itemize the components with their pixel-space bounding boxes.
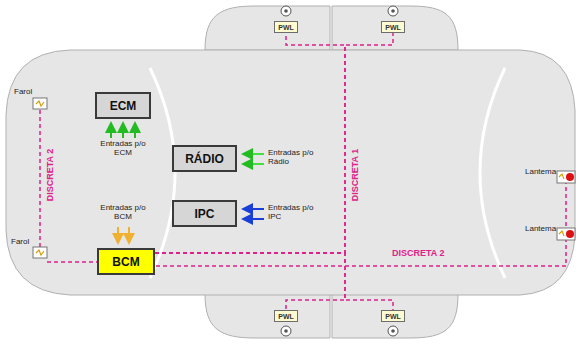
module-name: BCM — [112, 255, 139, 269]
module-name: RÁDIO — [185, 152, 224, 166]
bcm-module: BCM — [97, 248, 155, 275]
input-arrow — [243, 163, 264, 165]
mirror-icon — [281, 326, 291, 336]
module-name: PWL — [278, 24, 294, 31]
headlamp-icon — [33, 98, 47, 109]
input-arrow — [110, 123, 112, 138]
rear-window — [480, 68, 505, 278]
input-arrow — [243, 208, 264, 210]
lamp-label: Lantema — [525, 225, 556, 234]
door-bottom-right — [332, 294, 458, 338]
taillamp-icons — [557, 171, 575, 240]
pwl-module: PWL — [274, 310, 298, 322]
taillamp-icon — [557, 228, 575, 240]
discreta-wire — [155, 253, 393, 310]
door-bottom-left — [205, 294, 330, 338]
lamp-label: Farol — [11, 238, 29, 247]
module-name: ECM — [110, 99, 137, 113]
bus-label: DISCRETA 2 — [45, 147, 55, 204]
input-note: Entradas p/o ECM — [97, 140, 149, 158]
discreta-wire — [155, 33, 393, 253]
pwl-module: PWL — [381, 310, 405, 322]
radio-module: RÁDIO — [172, 145, 237, 172]
input-arrow — [122, 123, 124, 138]
input-note: Entradas p/o Rádio — [268, 149, 326, 167]
headlamp-icon — [33, 247, 47, 258]
wire — [39, 110, 41, 247]
lamp-label: Lantema — [525, 168, 556, 177]
pwl-module: PWL — [381, 21, 405, 33]
discreta-2-wires — [40, 110, 566, 266]
taillamp-icon — [559, 174, 564, 179]
wire — [47, 261, 97, 263]
headlamp-icon — [36, 101, 44, 106]
input-arrow — [243, 153, 264, 155]
module-name: IPC — [194, 207, 214, 221]
bus-label: DISCRETA 1 — [350, 147, 360, 204]
ecm-module: ECM — [95, 92, 151, 119]
door-top-right — [332, 6, 458, 50]
module-name: PWL — [385, 313, 401, 320]
mirror-icon — [391, 329, 395, 333]
ipc-module: IPC — [172, 200, 237, 227]
module-name: PWL — [385, 24, 401, 31]
mirror-icon — [388, 6, 398, 16]
input-note: Entradas p/o BCM — [97, 204, 149, 222]
mirror-icon — [281, 6, 291, 16]
lamp-label: Farol — [14, 88, 32, 97]
mirror-icon — [284, 329, 288, 333]
discreta-wire — [155, 33, 345, 253]
mirror-icon — [388, 326, 398, 336]
taillamp-icon — [557, 171, 575, 183]
car-body — [6, 50, 575, 295]
taillamp-icon — [559, 231, 564, 236]
pwl-module: PWL — [274, 21, 298, 33]
taillamp-icon — [566, 173, 574, 181]
door-top-left — [205, 6, 330, 50]
input-arrow — [134, 123, 136, 138]
wire — [156, 240, 566, 266]
input-note: Entradas p/o IPC — [268, 204, 320, 222]
windshield — [150, 68, 175, 278]
input-arrow — [117, 227, 119, 243]
mirror-icon — [391, 9, 395, 13]
input-arrow — [243, 218, 264, 220]
module-name: PWL — [278, 313, 294, 320]
input-arrow — [128, 227, 130, 243]
mirror-icon — [284, 9, 288, 13]
taillamp-icon — [566, 230, 574, 238]
discreta-wire — [155, 253, 345, 310]
headlamp-icon — [36, 250, 44, 255]
mirror-icons — [281, 6, 398, 336]
bus-label: DISCRETA 2 — [390, 248, 447, 258]
